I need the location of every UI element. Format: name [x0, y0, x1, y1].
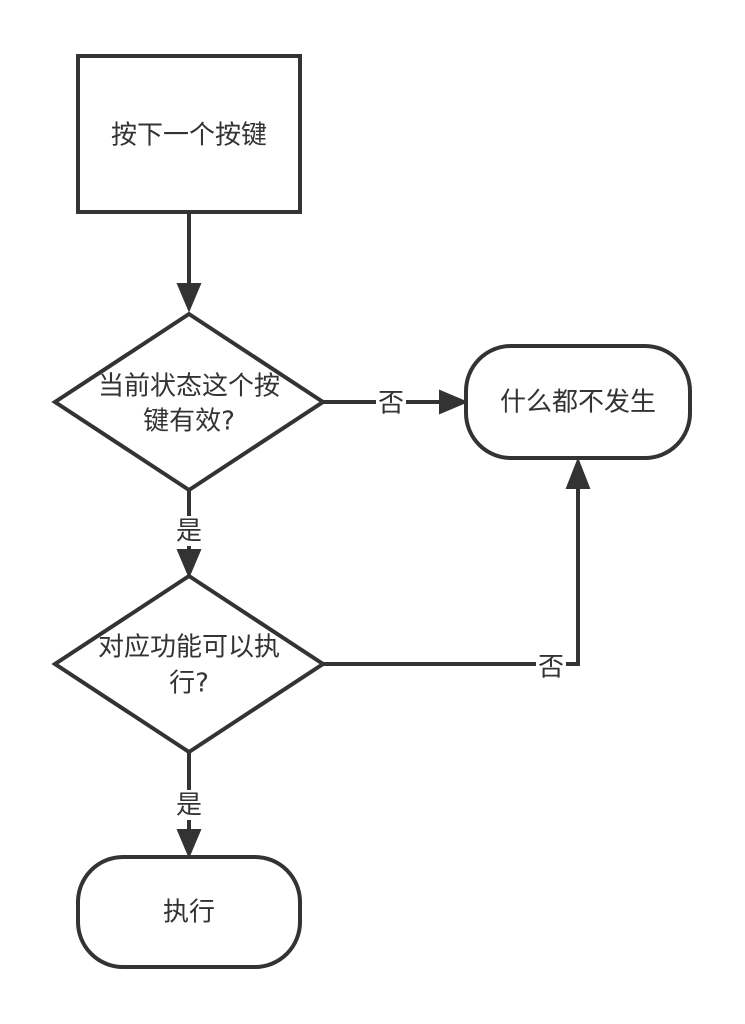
decision2-label-line2: 行? [169, 669, 209, 699]
arrowhead-up-1 [565, 457, 591, 489]
edge-decision1-no-label-bg [376, 388, 406, 418]
edge-decision2-no: 否 [323, 457, 591, 683]
nothing-node: 什么都不发生 [464, 344, 692, 460]
arrowhead-right-1 [439, 389, 469, 415]
edge-decision2-no-label-bg [536, 652, 566, 682]
start-node: 按下一个按键 [76, 54, 302, 214]
start-label: 按下一个按键 [111, 121, 267, 151]
nothing-label: 什么都不发生 [500, 388, 656, 418]
decision2-label-line1: 对应功能可以执 [98, 633, 280, 663]
edge-start-to-decision1 [176, 212, 202, 313]
decision2-diamond [51, 573, 327, 755]
edge-decision1-yes-label-bg [174, 516, 204, 546]
decision1-label-line1: 当前状态这个按 [98, 372, 280, 402]
arrowhead-down-2 [176, 549, 202, 579]
edge-decision2-no-line [323, 484, 580, 666]
execute-label: 执行 [163, 898, 215, 928]
edge-decision1-yes: 是 [174, 490, 204, 579]
edge-decision2-yes: 是 [174, 752, 204, 859]
execute-node: 执行 [76, 855, 302, 969]
decision1-node: 当前状态这个按 键有效? [51, 311, 327, 493]
edge-decision2-yes-label: 是 [176, 791, 202, 821]
decision1-diamond [51, 311, 327, 493]
decision2-node: 对应功能可以执 行? [51, 573, 327, 755]
decision1-label-line2: 键有效? [143, 407, 235, 437]
arrowhead-down-1 [176, 283, 202, 313]
start-box [76, 54, 302, 214]
arrowhead-down-3 [176, 829, 202, 859]
execute-box [76, 855, 302, 969]
edge-decision1-no: 否 [323, 388, 469, 419]
edge-decision2-no-label: 否 [538, 653, 564, 683]
edge-decision1-no-label: 否 [378, 389, 404, 419]
edge-decision1-yes-label: 是 [176, 517, 202, 547]
edge-decision2-yes-label-bg [174, 790, 204, 820]
